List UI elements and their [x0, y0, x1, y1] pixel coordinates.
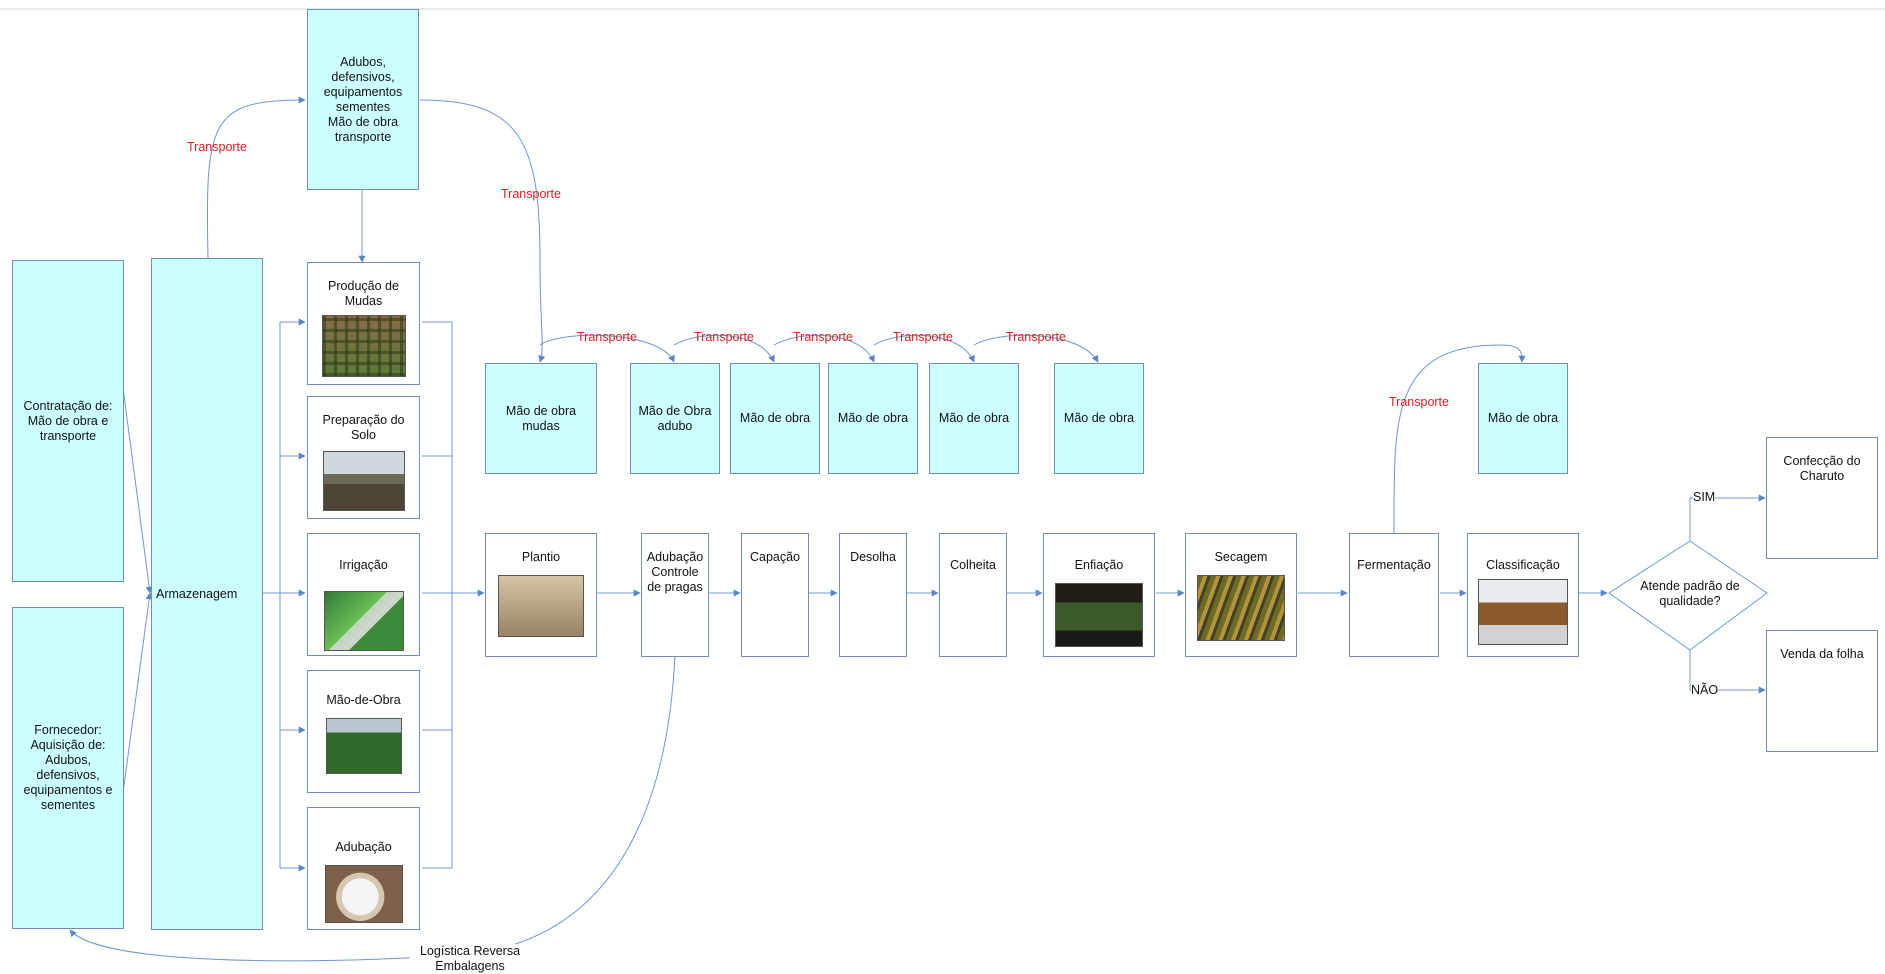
- tobacco-drying-photo: [1197, 575, 1285, 641]
- prep-step-labor: Mão-de-Obra: [307, 670, 420, 793]
- labor-label: Mão de obra: [1487, 411, 1559, 425]
- labor-box-seedlings: Mão de obra mudas: [485, 363, 597, 474]
- process-step-label: Desolha: [850, 550, 896, 564]
- process-step-fertilizing-pest-control: Adubação Controle de pragas: [641, 533, 709, 657]
- process-step-drying: Secagem: [1185, 533, 1297, 657]
- storage-box: Armazenagem: [151, 258, 263, 930]
- reverse-logistics-label: Logística Reversa Embalagens: [410, 944, 530, 974]
- prep-step-label: Irrigação: [339, 558, 388, 572]
- labor-label: Mão de obra mudas: [505, 403, 577, 433]
- process-step-planting: Plantio: [485, 533, 597, 657]
- fertilizer-bag-photo: [324, 865, 403, 923]
- decision-yes-label: SIM: [1693, 490, 1716, 505]
- prep-step-label: Adubação: [335, 840, 392, 854]
- transport-label: Transporte: [793, 330, 853, 344]
- process-step-label: Capação: [749, 550, 801, 564]
- prep-step-label: Preparação do Solo: [322, 413, 405, 442]
- transport-label: Transporte: [1006, 330, 1066, 344]
- leaf-sale-box: Venda da folha: [1766, 630, 1878, 752]
- process-step-label: Fermentação: [1357, 558, 1431, 572]
- labor-label: Mão de obra: [938, 411, 1010, 425]
- field-workers-photo: [325, 718, 402, 774]
- transport-label: Transporte: [893, 330, 953, 344]
- process-step-stringing: Enfiação: [1043, 533, 1155, 657]
- labor-box-6: Mão de obra: [1054, 363, 1144, 474]
- labor-box-3: Mão de obra: [730, 363, 820, 474]
- decision-diamond: [1608, 540, 1768, 651]
- labor-label: Mão de Obra adubo: [638, 403, 712, 433]
- labor-box-5: Mão de obra: [929, 363, 1019, 474]
- process-step-label: Colheita: [950, 558, 996, 572]
- labor-label: Mão de obra: [837, 411, 909, 425]
- process-step-topping: Capação: [741, 533, 809, 657]
- transport-label: Transporte: [694, 330, 754, 344]
- prep-step-label: Produção de Mudas: [328, 279, 399, 308]
- leaf-sale-label: Venda da folha: [1780, 647, 1864, 661]
- planting-photo: [498, 575, 584, 637]
- transport-label: Transporte: [1389, 395, 1449, 409]
- cigar-making-box: Confecção do Charuto: [1766, 437, 1878, 559]
- transport-label: Transporte: [577, 330, 637, 344]
- process-step-label: Classificação: [1486, 558, 1560, 572]
- inputs-label: Adubos, defensivos, equipamentos semente…: [323, 54, 403, 144]
- prep-step-soil: Preparação do Solo: [307, 396, 420, 519]
- process-step-deleafing: Desolha: [839, 533, 907, 657]
- supplier-box: Fornecedor: Aquisição de: Adubos, defens…: [12, 607, 124, 929]
- labor-label: Mão de obra: [739, 411, 811, 425]
- greenhouse-irrigation-photo: [323, 591, 404, 651]
- storage-label: Armazenagem: [156, 586, 238, 601]
- process-step-fermentation: Fermentação: [1349, 533, 1439, 657]
- process-step-label: Adubação Controle de pragas: [646, 550, 704, 594]
- inputs-box: Adubos, defensivos, equipamentos semente…: [307, 9, 419, 190]
- seedling-trays-photo: [321, 315, 406, 377]
- process-step-classification: Classificação: [1467, 533, 1579, 657]
- prep-step-label: Mão-de-Obra: [326, 693, 401, 707]
- tobacco-stringing-photo: [1055, 583, 1143, 647]
- decision-question: Atende padrão de qualidade?: [1640, 579, 1740, 608]
- process-step-label: Plantio: [521, 550, 561, 564]
- prep-step-seedlings: Produção de Mudas: [307, 262, 420, 385]
- labor-box-4: Mão de obra: [828, 363, 918, 474]
- transport-label: Transporte: [187, 140, 247, 154]
- labor-label: Mão de obra: [1063, 411, 1135, 425]
- prep-step-irrigation: Irrigação: [307, 533, 420, 656]
- process-step-label: Enfiação: [1074, 558, 1124, 572]
- transport-label: Transporte: [501, 187, 561, 201]
- labor-box-7: Mão de obra: [1478, 363, 1568, 474]
- classification-room-photo: [1478, 579, 1568, 645]
- prep-step-fertilizing: Adubação: [307, 807, 420, 930]
- process-step-harvest: Colheita: [939, 533, 1007, 657]
- decision-no-label: NÃO: [1691, 683, 1719, 698]
- hiring-label: Contratação de: Mão de obra e transporte: [23, 398, 113, 443]
- tractor-field-photo: [322, 451, 405, 511]
- supplier-label: Fornecedor: Aquisição de: Adubos, defens…: [23, 723, 113, 812]
- process-step-label: Secagem: [1214, 550, 1268, 564]
- labor-box-fertilizer: Mão de Obra adubo: [630, 363, 720, 474]
- hiring-box: Contratação de: Mão de obra e transporte: [12, 260, 124, 582]
- cigar-making-label: Confecção do Charuto: [1783, 454, 1861, 483]
